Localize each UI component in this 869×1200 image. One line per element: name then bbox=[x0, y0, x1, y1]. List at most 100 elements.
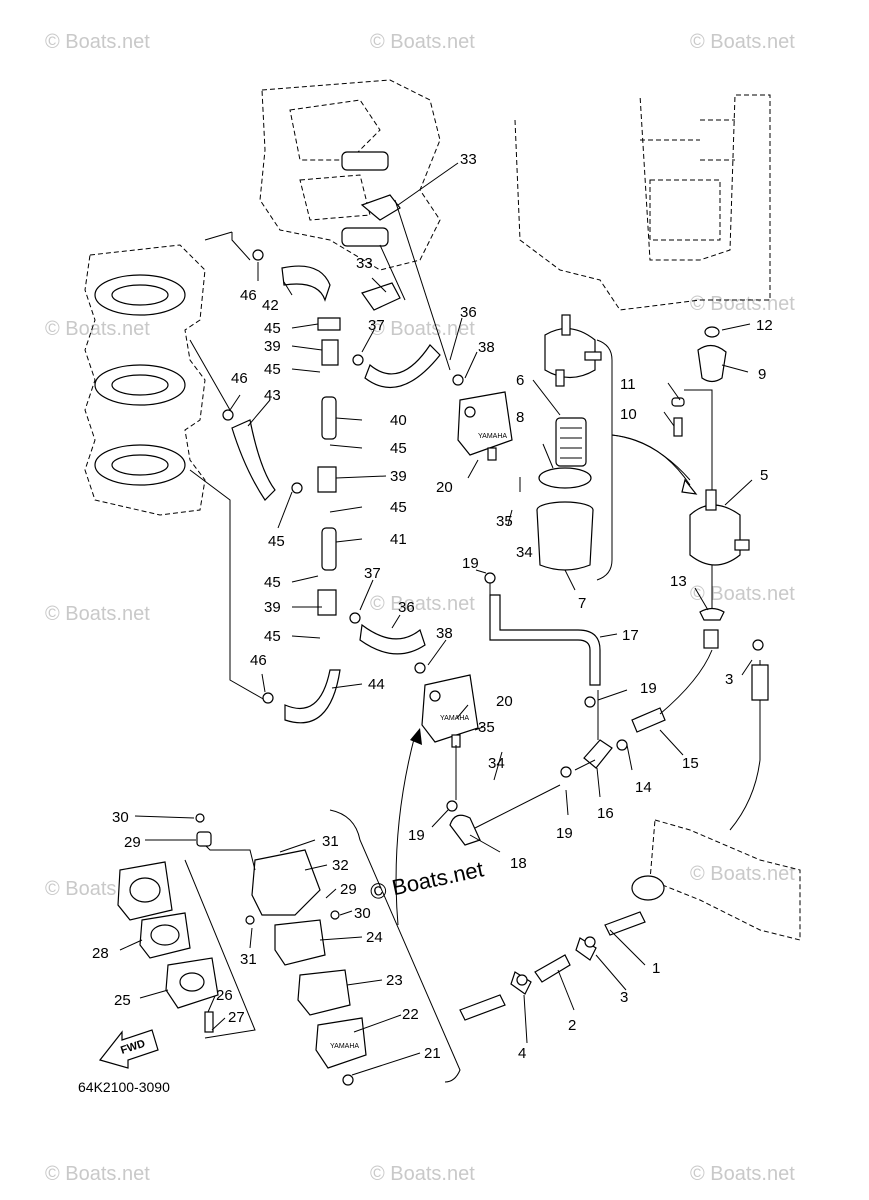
callout-label: 19 bbox=[556, 825, 573, 842]
callout-label: 34 bbox=[516, 544, 533, 561]
callout-label: 4 bbox=[518, 1045, 526, 1062]
watermark: © Boats.net bbox=[45, 318, 150, 340]
callout-label: 46 bbox=[250, 652, 267, 669]
lower-right-fittings bbox=[459, 819, 801, 1021]
callout-label: 8 bbox=[516, 409, 524, 426]
callout-label: 33 bbox=[356, 255, 373, 272]
callout-label: 37 bbox=[368, 317, 385, 334]
callout-label: 46 bbox=[240, 287, 257, 304]
fuel-pump-lower: YAMAHA bbox=[421, 674, 479, 748]
callout-label: 29 bbox=[340, 881, 357, 898]
callout-label: 45 bbox=[264, 628, 281, 645]
callout-label: 45 bbox=[264, 574, 281, 591]
callout-label: 45 bbox=[390, 499, 407, 516]
watermark: © Boats.net bbox=[45, 1163, 150, 1185]
callout-label: 45 bbox=[264, 361, 281, 378]
watermark: © Boats.net bbox=[690, 1163, 795, 1185]
hose-network bbox=[189, 199, 451, 724]
callout-label: 45 bbox=[264, 320, 281, 337]
callout-label: 30 bbox=[354, 905, 371, 922]
callout-label: 1 bbox=[652, 960, 660, 977]
watermark: © Boats.net bbox=[370, 593, 475, 615]
callout-label: 10 bbox=[620, 406, 637, 423]
engine-block-top bbox=[259, 79, 441, 311]
callout-labels: 1 2 3 3 4 5 6 7 8 9 10 11 12 13 14 15 16… bbox=[92, 151, 773, 1062]
callout-label: 40 bbox=[390, 412, 407, 429]
watermark: © Boats.net bbox=[45, 603, 150, 625]
watermark: © Boats.net bbox=[370, 1163, 475, 1185]
callout-label: 30 bbox=[112, 809, 129, 826]
callout-label: 7 bbox=[578, 595, 586, 612]
callout-label: 42 bbox=[262, 297, 279, 314]
callout-label: 11 bbox=[620, 376, 636, 393]
callout-label: 45 bbox=[268, 533, 285, 550]
lower-pump-assembly: YAMAHA bbox=[117, 809, 461, 1086]
callout-label: 16 bbox=[597, 805, 614, 822]
callout-label: 19 bbox=[462, 555, 479, 572]
callout-label: 3 bbox=[620, 989, 628, 1006]
callout-label: 13 bbox=[670, 573, 687, 590]
watermark: © Boats.net bbox=[690, 31, 795, 53]
diagram-code: 64K2100-3090 bbox=[78, 1079, 170, 1095]
callout-label: 27 bbox=[228, 1009, 245, 1026]
callout-label: 35 bbox=[496, 513, 513, 530]
engine-block-right bbox=[514, 94, 771, 311]
callout-label: 39 bbox=[264, 338, 281, 355]
callout-label: 18 bbox=[510, 855, 527, 872]
callout-label: 45 bbox=[390, 440, 407, 457]
callout-label: 34 bbox=[488, 755, 505, 772]
cylinder-head-left bbox=[84, 244, 206, 516]
watermarks: © Boats.net © Boats.net © Boats.net © Bo… bbox=[45, 31, 795, 1185]
callout-label: 46 bbox=[231, 370, 248, 387]
callout-label: 26 bbox=[216, 987, 233, 1004]
callout-label: 2 bbox=[568, 1017, 576, 1034]
callout-label: 38 bbox=[478, 339, 495, 356]
callout-label: 20 bbox=[496, 693, 513, 710]
callout-label: 25 bbox=[114, 992, 131, 1009]
callout-label: 28 bbox=[92, 945, 109, 962]
callout-label: 21 bbox=[424, 1045, 441, 1062]
watermark: © Boats.net bbox=[690, 293, 795, 315]
callout-label: 24 bbox=[366, 929, 383, 946]
callout-label: 19 bbox=[640, 680, 657, 697]
callout-label: 9 bbox=[758, 366, 766, 383]
callout-label: 31 bbox=[322, 833, 339, 850]
callout-label: 39 bbox=[390, 468, 407, 485]
fuel-filter-right bbox=[611, 326, 750, 649]
fuel-pump-upper: YAMAHA bbox=[457, 391, 513, 461]
callout-label: 22 bbox=[402, 1006, 419, 1023]
watermark: © Boats.net bbox=[690, 863, 795, 885]
callout-label: 44 bbox=[368, 676, 385, 693]
callout-label: 39 bbox=[264, 599, 281, 616]
callout-label: 12 bbox=[756, 317, 773, 334]
fuel-filter-assembly bbox=[536, 314, 613, 581]
callout-label: 35 bbox=[478, 719, 495, 736]
callout-label: 3 bbox=[725, 671, 733, 688]
callout-label: 31 bbox=[240, 951, 257, 968]
callout-label: 33 bbox=[460, 151, 477, 168]
watermark: © Boats.net bbox=[370, 31, 475, 53]
pump-brand: YAMAHA bbox=[478, 433, 507, 440]
callout-label: 37 bbox=[364, 565, 381, 582]
pump-brand: YAMAHA bbox=[330, 1043, 359, 1050]
clips bbox=[222, 249, 764, 986]
callout-label: 29 bbox=[124, 834, 141, 851]
callout-label: 23 bbox=[386, 972, 403, 989]
callout-label: 19 bbox=[408, 827, 425, 844]
watermark: © Boats.net bbox=[690, 583, 795, 605]
callout-label: 6 bbox=[516, 372, 524, 389]
center-watermark: © Boats.net bbox=[368, 856, 486, 904]
callout-label: 5 bbox=[760, 467, 768, 484]
callout-label: 43 bbox=[264, 387, 281, 404]
callout-label: 41 bbox=[390, 531, 407, 548]
callout-label: 14 bbox=[635, 779, 652, 796]
callout-label: 38 bbox=[436, 625, 453, 642]
pump-brand: YAMAHA bbox=[440, 715, 469, 722]
callout-label: 15 bbox=[682, 755, 699, 772]
callout-label: 17 bbox=[622, 627, 639, 644]
fwd-arrow: FWD bbox=[98, 1029, 159, 1069]
callout-label: 36 bbox=[460, 304, 477, 321]
watermark: © Boats.net bbox=[45, 31, 150, 53]
